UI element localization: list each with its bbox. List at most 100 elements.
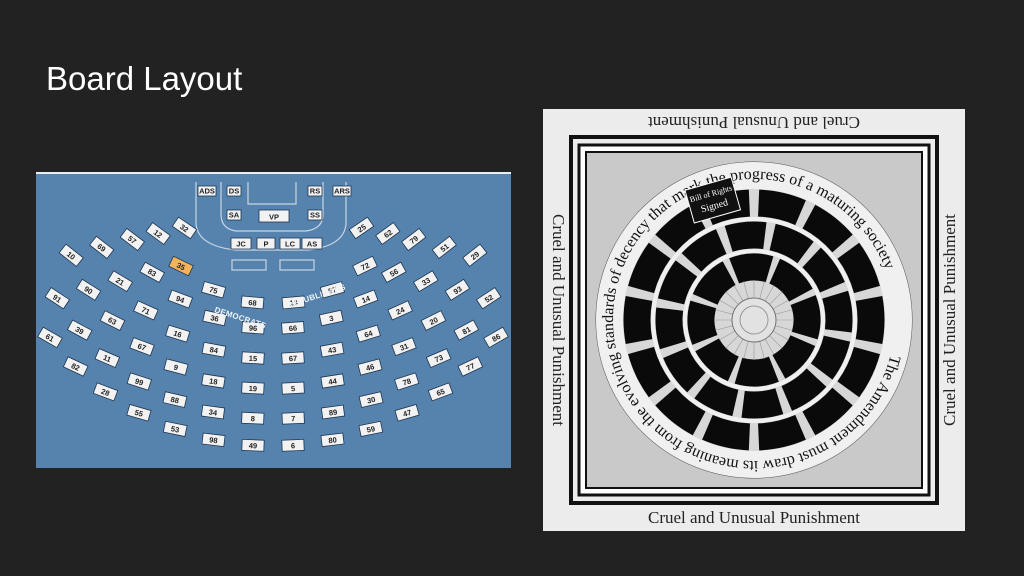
senate-seat[interactable]: 14 [352, 289, 379, 309]
senate-seat[interactable]: 61 [37, 326, 63, 349]
senate-seat[interactable]: 35 [168, 255, 194, 277]
senate-seat[interactable]: 20 [420, 310, 447, 331]
board-space[interactable] [790, 295, 821, 340]
senate-seat[interactable]: 75 [201, 281, 227, 299]
senate-seat[interactable]: 56 [380, 261, 407, 283]
senate-seat[interactable]: 13 [281, 295, 306, 310]
senate-seat[interactable]: 83 [139, 261, 166, 283]
senate-seat[interactable]: 29 [462, 243, 488, 267]
board-space[interactable] [628, 242, 671, 294]
senate-seat[interactable]: 46 [357, 358, 383, 376]
senate-seat[interactable]: 19 [241, 381, 265, 395]
senate-seat[interactable]: 12 [145, 222, 171, 245]
board-space[interactable] [837, 242, 880, 294]
board-space[interactable] [781, 368, 827, 411]
board-space[interactable] [687, 300, 718, 345]
board-space[interactable] [741, 388, 784, 419]
senate-seat[interactable]: 55 [126, 403, 152, 422]
senate-seat[interactable]: 86 [483, 326, 509, 349]
senate-seat[interactable]: 79 [401, 227, 427, 252]
senate-seat[interactable]: 73 [425, 348, 452, 369]
senate-seat[interactable]: 33 [412, 270, 439, 293]
senate-seat[interactable]: 30 [358, 391, 384, 408]
board-space[interactable] [769, 223, 814, 264]
senate-seat[interactable]: 15 [241, 351, 265, 365]
senate-seat[interactable]: 97 [319, 281, 345, 299]
senate-seat[interactable]: 93 [444, 278, 471, 301]
senate-seat[interactable]: 62 [375, 222, 401, 245]
senate-seat[interactable]: 98 [201, 432, 226, 448]
board-space[interactable] [769, 258, 813, 302]
senate-seat[interactable]: 21 [107, 270, 134, 293]
senate-seat[interactable]: 25 [348, 216, 375, 240]
board-space[interactable] [802, 247, 845, 293]
board-space[interactable] [694, 376, 739, 417]
senate-seat[interactable]: 91 [44, 286, 71, 310]
senate-seat[interactable]: 84 [201, 341, 227, 358]
board-space[interactable] [628, 346, 671, 398]
senate-seat[interactable]: 8 [241, 411, 265, 425]
board-space[interactable] [692, 261, 736, 305]
senate-seat[interactable]: 16 [165, 324, 191, 343]
senate-seat[interactable]: 78 [394, 372, 420, 391]
board-space[interactable] [729, 253, 774, 284]
senate-seat[interactable]: 24 [387, 300, 413, 321]
board-space[interactable] [758, 414, 806, 451]
senate-seat[interactable]: 47 [394, 403, 420, 422]
senate-seat[interactable]: 44 [320, 373, 345, 389]
board-space[interactable] [695, 338, 739, 382]
board-space[interactable] [734, 356, 779, 387]
senate-seat[interactable]: 51 [431, 235, 457, 260]
board-space[interactable] [772, 335, 816, 379]
senate-seat[interactable]: 82 [62, 356, 89, 377]
senate-seat[interactable]: 72 [352, 255, 378, 277]
board-space[interactable] [802, 387, 853, 436]
board-space[interactable] [855, 296, 885, 344]
senate-seat[interactable]: 80 [320, 432, 345, 448]
board-space[interactable] [702, 414, 750, 451]
board-space[interactable] [623, 296, 653, 344]
senate-seat[interactable]: 28 [92, 382, 119, 402]
senate-seat[interactable]: 31 [391, 337, 417, 357]
senate-seat[interactable]: 94 [167, 289, 194, 309]
board-space[interactable] [837, 346, 880, 398]
senate-seat[interactable]: 57 [119, 227, 145, 252]
senate-seat[interactable]: 39 [66, 319, 93, 341]
senate-seat[interactable]: 6 [281, 438, 305, 452]
board-space[interactable] [663, 347, 706, 393]
senate-seat[interactable]: 9 [163, 358, 189, 376]
board-space[interactable] [655, 387, 706, 436]
board-space[interactable] [655, 307, 686, 350]
senate-seat[interactable]: 67 [129, 337, 155, 357]
senate-seat[interactable]: 90 [75, 278, 102, 301]
senate-seat[interactable]: 32 [171, 216, 198, 240]
senate-seat[interactable]: 52 [475, 286, 502, 310]
senate-seat[interactable]: 5 [281, 381, 305, 395]
senate-seat[interactable]: 18 [201, 373, 226, 389]
senate-seat[interactable]: 64 [355, 324, 381, 343]
senate-seat[interactable]: 65 [427, 382, 454, 402]
senate-seat[interactable]: 63 [99, 310, 126, 331]
senate-seat[interactable]: 53 [162, 420, 188, 437]
board-space[interactable] [822, 290, 853, 333]
senate-seat[interactable]: 99 [126, 372, 152, 391]
senate-seat[interactable]: 88 [162, 391, 188, 408]
board-space[interactable] [810, 335, 851, 380]
senate-seat[interactable]: 68 [240, 295, 265, 310]
senate-seat[interactable]: 77 [457, 356, 484, 377]
senate-seat[interactable]: 96 [241, 321, 265, 335]
senate-seat[interactable]: 43 [319, 341, 345, 358]
senate-seat[interactable]: 49 [241, 438, 265, 452]
board-space[interactable] [724, 221, 767, 252]
board-space[interactable] [657, 260, 698, 305]
senate-seat[interactable]: 11 [94, 348, 121, 369]
senate-seat[interactable]: 59 [358, 420, 384, 437]
board-space[interactable] [802, 204, 853, 253]
senate-seat[interactable]: 66 [281, 321, 305, 335]
senate-seat[interactable]: 34 [200, 404, 226, 420]
senate-seat[interactable]: 10 [58, 243, 84, 267]
board-space[interactable] [758, 189, 806, 226]
board-space[interactable] [681, 229, 727, 272]
senate-seat[interactable]: 36 [202, 309, 228, 327]
senate-seat[interactable]: 81 [453, 319, 480, 341]
